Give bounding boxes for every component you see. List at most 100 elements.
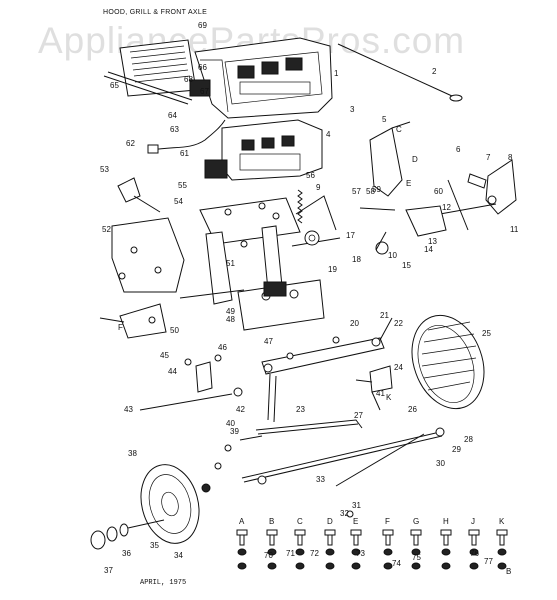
drag-link-part: [255, 419, 363, 431]
callout-label: 27: [354, 411, 363, 420]
callout-label: E: [406, 179, 411, 188]
bolt-head-icon: [266, 529, 278, 536]
side-plate-part: [111, 217, 185, 293]
callout-label: 69: [198, 21, 207, 30]
nut-icon: [351, 548, 361, 556]
hardware-letter: C: [297, 517, 303, 526]
callout-label: 33: [316, 475, 325, 484]
callout-label: 67: [200, 87, 209, 96]
chassis-frame-part: [179, 195, 341, 331]
callout-label: 17: [346, 231, 355, 240]
callout-label: 26: [408, 405, 417, 414]
nut-icon: [411, 548, 421, 556]
callout-label: 39: [230, 427, 239, 436]
callout-label: 71: [286, 549, 295, 558]
callout-label: 35: [150, 541, 159, 550]
callout-label: 10: [388, 251, 397, 260]
hardware-letter: B: [269, 517, 274, 526]
wheel-rim-part: [140, 464, 211, 544]
callout-label: 64: [168, 111, 177, 120]
callout-label: 34: [174, 551, 183, 560]
callout-label: 13: [428, 237, 437, 246]
callout-label: 42: [236, 405, 245, 414]
callout-label: 1: [334, 69, 339, 78]
right-spindle-part: [355, 365, 393, 411]
callout-label: 51: [226, 259, 235, 268]
callout-label: 61: [180, 149, 189, 158]
nut-icon: [469, 548, 479, 556]
nut-icon: [383, 548, 393, 556]
callout-label: 20: [350, 319, 359, 328]
knob-part: [117, 177, 161, 213]
tie-rod-part: [241, 431, 441, 479]
callout-label: 40: [226, 419, 235, 428]
callout-label: 21: [380, 311, 389, 320]
callout-label: 31: [352, 501, 361, 510]
callout-label: 29: [452, 445, 461, 454]
bolt-shank-icon: [385, 534, 391, 546]
hardware-letter: J: [471, 517, 475, 526]
callout-label: 63: [170, 125, 179, 134]
callout-label: 50: [170, 326, 179, 335]
bolt-shank-icon: [443, 534, 449, 546]
bracket-part: [99, 303, 167, 339]
callout-label: 74: [392, 559, 401, 568]
nut-icon: [383, 562, 393, 570]
callout-label: 38: [128, 449, 137, 458]
callout-label: 65: [110, 81, 119, 90]
callout-label: 56: [306, 171, 315, 180]
callout-label: 48: [226, 315, 235, 324]
callout-label: 19: [328, 265, 337, 274]
nut-icon: [441, 548, 451, 556]
callout-label: 22: [394, 319, 403, 328]
nut-icon: [325, 548, 335, 556]
callout-label: 58: [366, 187, 375, 196]
pedal-bracket-part: [359, 121, 517, 255]
diagram-title: HOOD, GRILL & FRONT AXLE: [103, 9, 207, 16]
rod-part: [107, 71, 193, 101]
hardware-letter: A: [239, 517, 245, 526]
callout-label: 57: [352, 187, 361, 196]
hardware-letter: E: [353, 517, 358, 526]
callout-label: D: [412, 155, 418, 164]
callout-label: 24: [394, 363, 403, 372]
bolt-shank-icon: [297, 534, 303, 546]
bolt-head-icon: [496, 529, 508, 536]
cable-part: [151, 119, 226, 151]
callout-label: 32: [340, 509, 349, 518]
bolt-shank-icon: [327, 534, 333, 546]
callout-label: 46: [218, 343, 227, 352]
bolt-shank-icon: [499, 534, 505, 546]
callout-label: C: [396, 125, 402, 134]
bolt-head-icon: [382, 529, 394, 536]
callout-label: 5: [382, 115, 387, 124]
callout-label: 23: [296, 405, 305, 414]
callout-label: B: [506, 567, 511, 576]
hardware-letter: K: [499, 517, 505, 526]
hood-rod-part: [337, 43, 453, 97]
callout-label: 4: [326, 130, 331, 139]
callout-label: 15: [402, 261, 411, 270]
hardware-letter: G: [413, 517, 419, 526]
hub-hardware-part: [90, 510, 354, 550]
nut-icon: [267, 548, 277, 556]
nut-icon: [237, 562, 247, 570]
callout-label: 73: [356, 549, 365, 558]
spring-part: [297, 189, 303, 224]
nut-icon: [295, 548, 305, 556]
callout-label: 14: [424, 245, 433, 254]
callout-label: 76: [470, 549, 479, 558]
nut-icon: [411, 562, 421, 570]
callout-label: 18: [352, 255, 361, 264]
callout-label: 8: [508, 153, 513, 162]
hardware-letter: D: [327, 517, 333, 526]
nut-icon: [497, 548, 507, 556]
callout-label: 53: [100, 165, 109, 174]
bolt-head-icon: [236, 529, 248, 536]
callout-label: 47: [264, 337, 273, 346]
callout-label: 49: [226, 307, 235, 316]
